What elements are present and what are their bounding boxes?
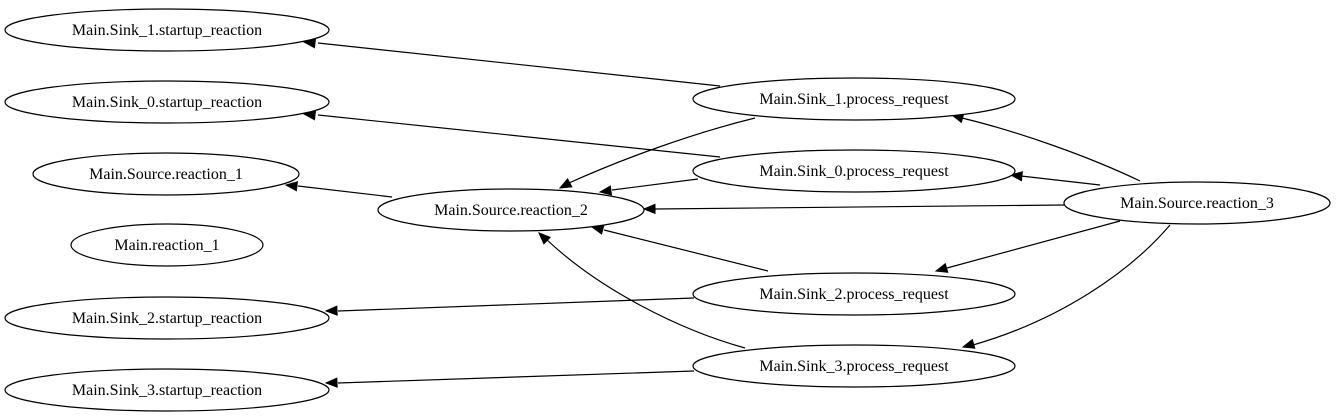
node-label: Main.Sink_0.process_request <box>759 163 949 180</box>
node-layer: Main.Sink_1.startup_reactionMain.Sink_0.… <box>4 8 1331 412</box>
edge-sink1_proc-to-source_r2 <box>558 117 756 189</box>
node-label: Main.Sink_3.process_request <box>759 358 949 375</box>
edge-line <box>961 117 1141 182</box>
edge-line <box>317 42 721 87</box>
node-label: Main.Sink_1.process_request <box>759 91 949 108</box>
edge-line <box>611 178 699 191</box>
node-ellipse <box>70 223 264 267</box>
edge-source_r2-to-source_r1 <box>284 181 393 198</box>
edge-line <box>337 297 695 312</box>
arrowhead <box>934 262 949 273</box>
node-ellipse <box>4 296 330 340</box>
edge-line <box>337 370 695 384</box>
edge-line <box>297 185 393 198</box>
edge-source_r3-to-source_r2 <box>642 203 1065 215</box>
node-sink1-proc: Main.Sink_1.process_request <box>692 77 1016 121</box>
edge-sink0_proc-to-source_r2 <box>598 178 699 196</box>
arrowhead <box>538 232 551 245</box>
node-sink1-startup: Main.Sink_1.startup_reaction <box>4 8 330 52</box>
edge-sink2_proc-to-source_r2 <box>590 224 769 272</box>
node-label: Main.Source.reaction_3 <box>1120 195 1274 212</box>
node-label: Main.Source.reaction_1 <box>89 166 243 183</box>
edge-sink2_proc-to-sink2_startup <box>324 297 695 316</box>
node-ellipse <box>377 188 645 232</box>
node-sink0-startup: Main.Sink_0.startup_reaction <box>4 80 330 124</box>
node-ellipse <box>4 8 330 52</box>
arrowhead <box>558 178 573 189</box>
edge-line <box>654 204 1065 210</box>
node-main-r1: Main.reaction_1 <box>70 223 264 267</box>
node-ellipse <box>692 149 1016 193</box>
node-sink0-proc: Main.Sink_0.process_request <box>692 149 1016 193</box>
edge-sink0_proc-to-sink0_startup <box>302 110 721 158</box>
node-ellipse <box>4 368 330 412</box>
node-sink3-startup: Main.Sink_3.startup_reaction <box>4 368 330 412</box>
node-ellipse <box>1063 181 1331 225</box>
node-sink3-proc: Main.Sink_3.process_request <box>692 344 1016 388</box>
arrowhead <box>961 338 976 349</box>
node-label: Main.reaction_1 <box>114 237 219 254</box>
edge-source_r3-to-sink0_proc <box>1009 171 1101 186</box>
node-source-r3: Main.Source.reaction_3 <box>1063 181 1331 225</box>
edge-source_r3-to-sink2_proc <box>934 220 1121 273</box>
edge-sink1_proc-to-sink1_startup <box>302 38 721 87</box>
arrowhead <box>324 377 338 388</box>
node-label: Main.Sink_2.startup_reaction <box>72 310 262 327</box>
edge-sink3_proc-to-sink3_startup <box>324 370 695 388</box>
node-ellipse <box>692 272 1016 316</box>
edge-line <box>972 224 1171 346</box>
edge-layer <box>284 38 1171 388</box>
edge-source_r3-to-sink3_proc <box>961 224 1171 349</box>
arrowhead <box>1009 171 1023 182</box>
node-ellipse <box>32 152 300 196</box>
arrowhead <box>642 203 656 215</box>
arrowhead <box>598 185 613 196</box>
node-sink2-startup: Main.Sink_2.startup_reaction <box>4 296 330 340</box>
edge-line <box>545 238 746 349</box>
edge-line <box>1020 175 1101 186</box>
node-source-r2: Main.Source.reaction_2 <box>377 188 645 232</box>
node-label: Main.Sink_1.startup_reaction <box>72 22 262 39</box>
node-source-r1: Main.Source.reaction_1 <box>32 152 300 196</box>
edge-sink3_proc-to-source_r2 <box>538 232 746 349</box>
node-sink2-proc: Main.Sink_2.process_request <box>692 272 1016 316</box>
node-ellipse <box>692 77 1016 121</box>
arrowhead <box>284 181 298 192</box>
arrowhead <box>324 305 338 316</box>
node-ellipse <box>692 344 1016 388</box>
edge-line <box>568 117 756 184</box>
node-label: Main.Source.reaction_2 <box>434 202 588 219</box>
node-label: Main.Sink_2.process_request <box>759 286 949 303</box>
edge-line <box>317 114 721 158</box>
node-ellipse <box>4 80 330 124</box>
edge-line <box>946 220 1121 269</box>
edge-line <box>603 229 769 272</box>
node-label: Main.Sink_3.startup_reaction <box>72 382 262 399</box>
node-label: Main.Sink_0.startup_reaction <box>72 94 262 111</box>
